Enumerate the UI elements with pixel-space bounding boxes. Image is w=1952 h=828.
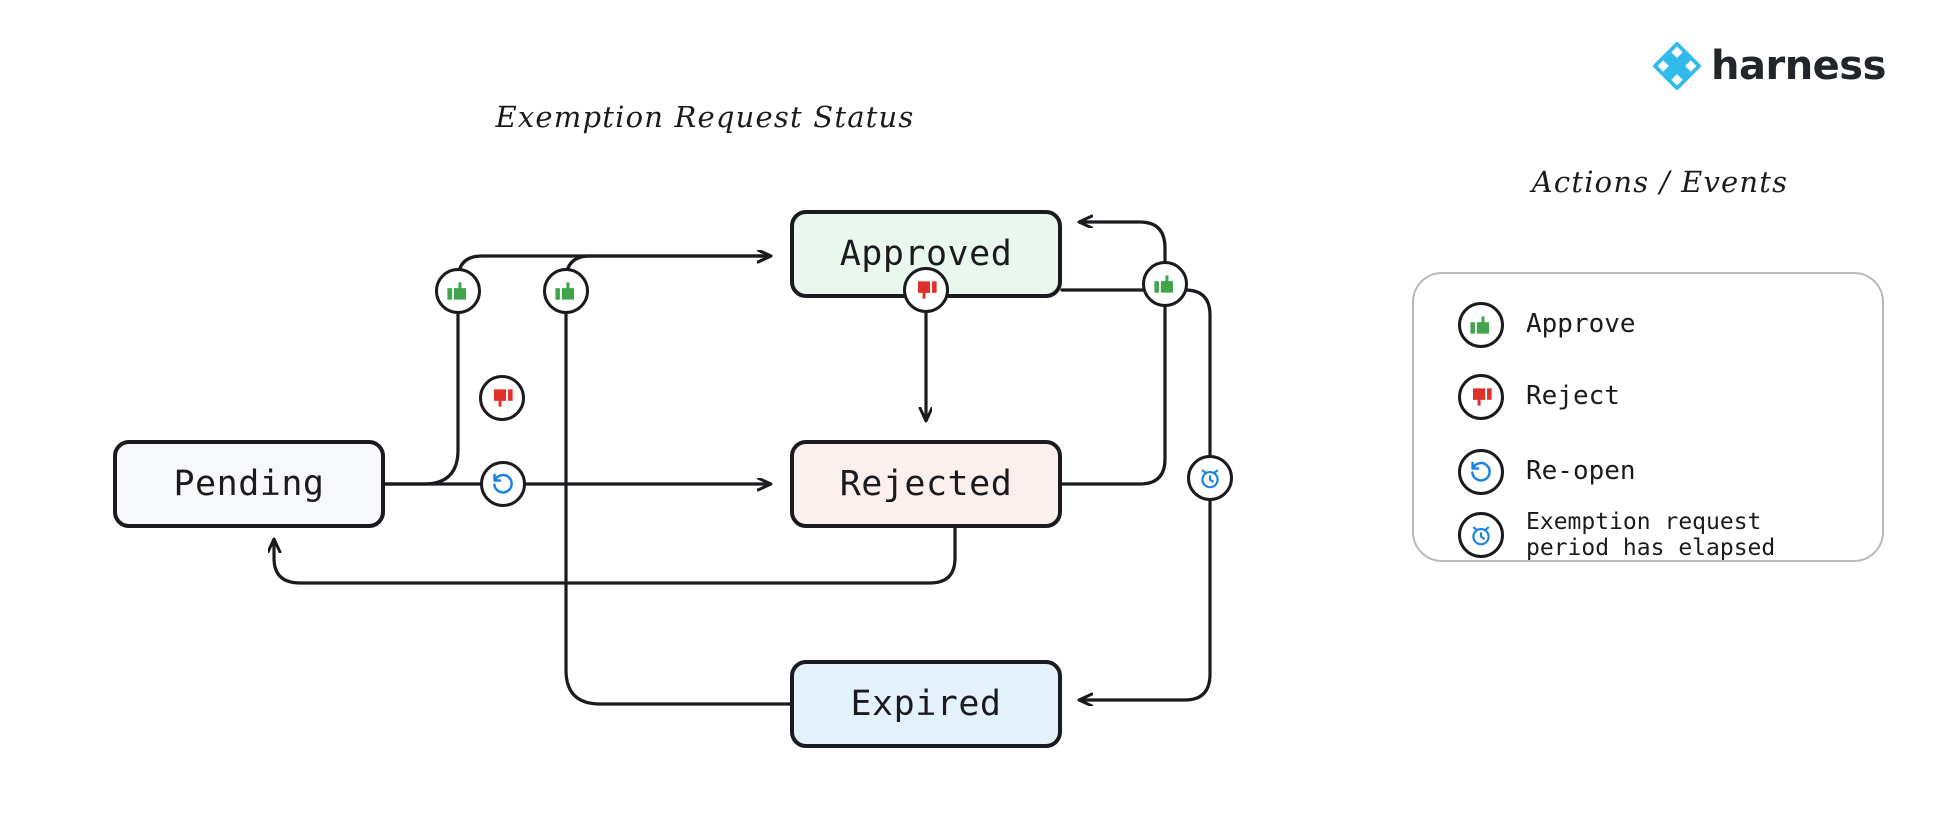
legend-item-exemption-elapsed[interactable]: Exemption request period has elapsed (1458, 509, 1775, 562)
edge-badge-rejected-to-pending[interactable] (480, 461, 526, 507)
legend-item-reject[interactable]: Reject (1458, 374, 1620, 420)
legend-item-approve[interactable]: Approve (1458, 302, 1636, 348)
thumbs-down-icon (493, 389, 513, 407)
edge-badge-expired-to-approved[interactable] (543, 268, 589, 314)
thumbs-up-icon (1470, 316, 1490, 334)
legend-label-exemption-elapsed: Exemption request period has elapsed (1526, 509, 1776, 562)
alarm-clock-icon (1472, 526, 1490, 546)
legend-badge-approve (1458, 302, 1504, 348)
legend-item-reopen[interactable]: Re-open (1458, 449, 1636, 495)
node-rejected[interactable]: Rejected (790, 440, 1062, 528)
thumbs-up-icon (1154, 275, 1174, 293)
legend-badge-reject (1458, 374, 1504, 420)
legend-panel: Approve Reject Re-open (1412, 272, 1884, 562)
legend-label-approve: Approve (1526, 309, 1636, 340)
legend-label-reject: Reject (1526, 381, 1620, 412)
thumbs-down-icon (917, 281, 937, 299)
edge-badge-pending-to-approved[interactable] (435, 268, 481, 314)
legend-title: Actions / Events (1531, 165, 1789, 199)
thumbs-down-icon (1472, 388, 1492, 406)
edge-rejected-to-approved (1060, 222, 1167, 486)
edge-badge-approved-to-expired[interactable] (1187, 455, 1233, 501)
legend-label-reopen: Re-open (1526, 456, 1636, 487)
reopen-icon (1471, 461, 1491, 482)
diagram-title: Exemption Request Status (495, 100, 915, 134)
node-pending[interactable]: Pending (113, 440, 385, 528)
harness-diamond-logo-icon (1653, 42, 1701, 90)
thumbs-up-icon (555, 282, 575, 300)
edge-approved-to-expired (1060, 288, 1212, 700)
alarm-clock-icon (1201, 469, 1219, 489)
legend-badge-exemption-elapsed (1458, 512, 1504, 559)
edge-badge-rejected-to-approved[interactable] (1142, 261, 1188, 307)
edge-rejected-to-pending (274, 526, 957, 585)
edge-badge-pending-to-rejected[interactable] (479, 375, 525, 421)
harness-wordmark: harness (1711, 43, 1886, 89)
legend-badge-reopen (1458, 449, 1504, 495)
harness-logo: harness (1653, 42, 1886, 90)
thumbs-up-icon (447, 282, 467, 300)
reopen-icon (493, 473, 513, 494)
edge-badge-approved-to-rejected[interactable] (903, 267, 949, 313)
node-expired[interactable]: Expired (790, 660, 1062, 748)
edge-expired-to-approved (564, 256, 792, 706)
